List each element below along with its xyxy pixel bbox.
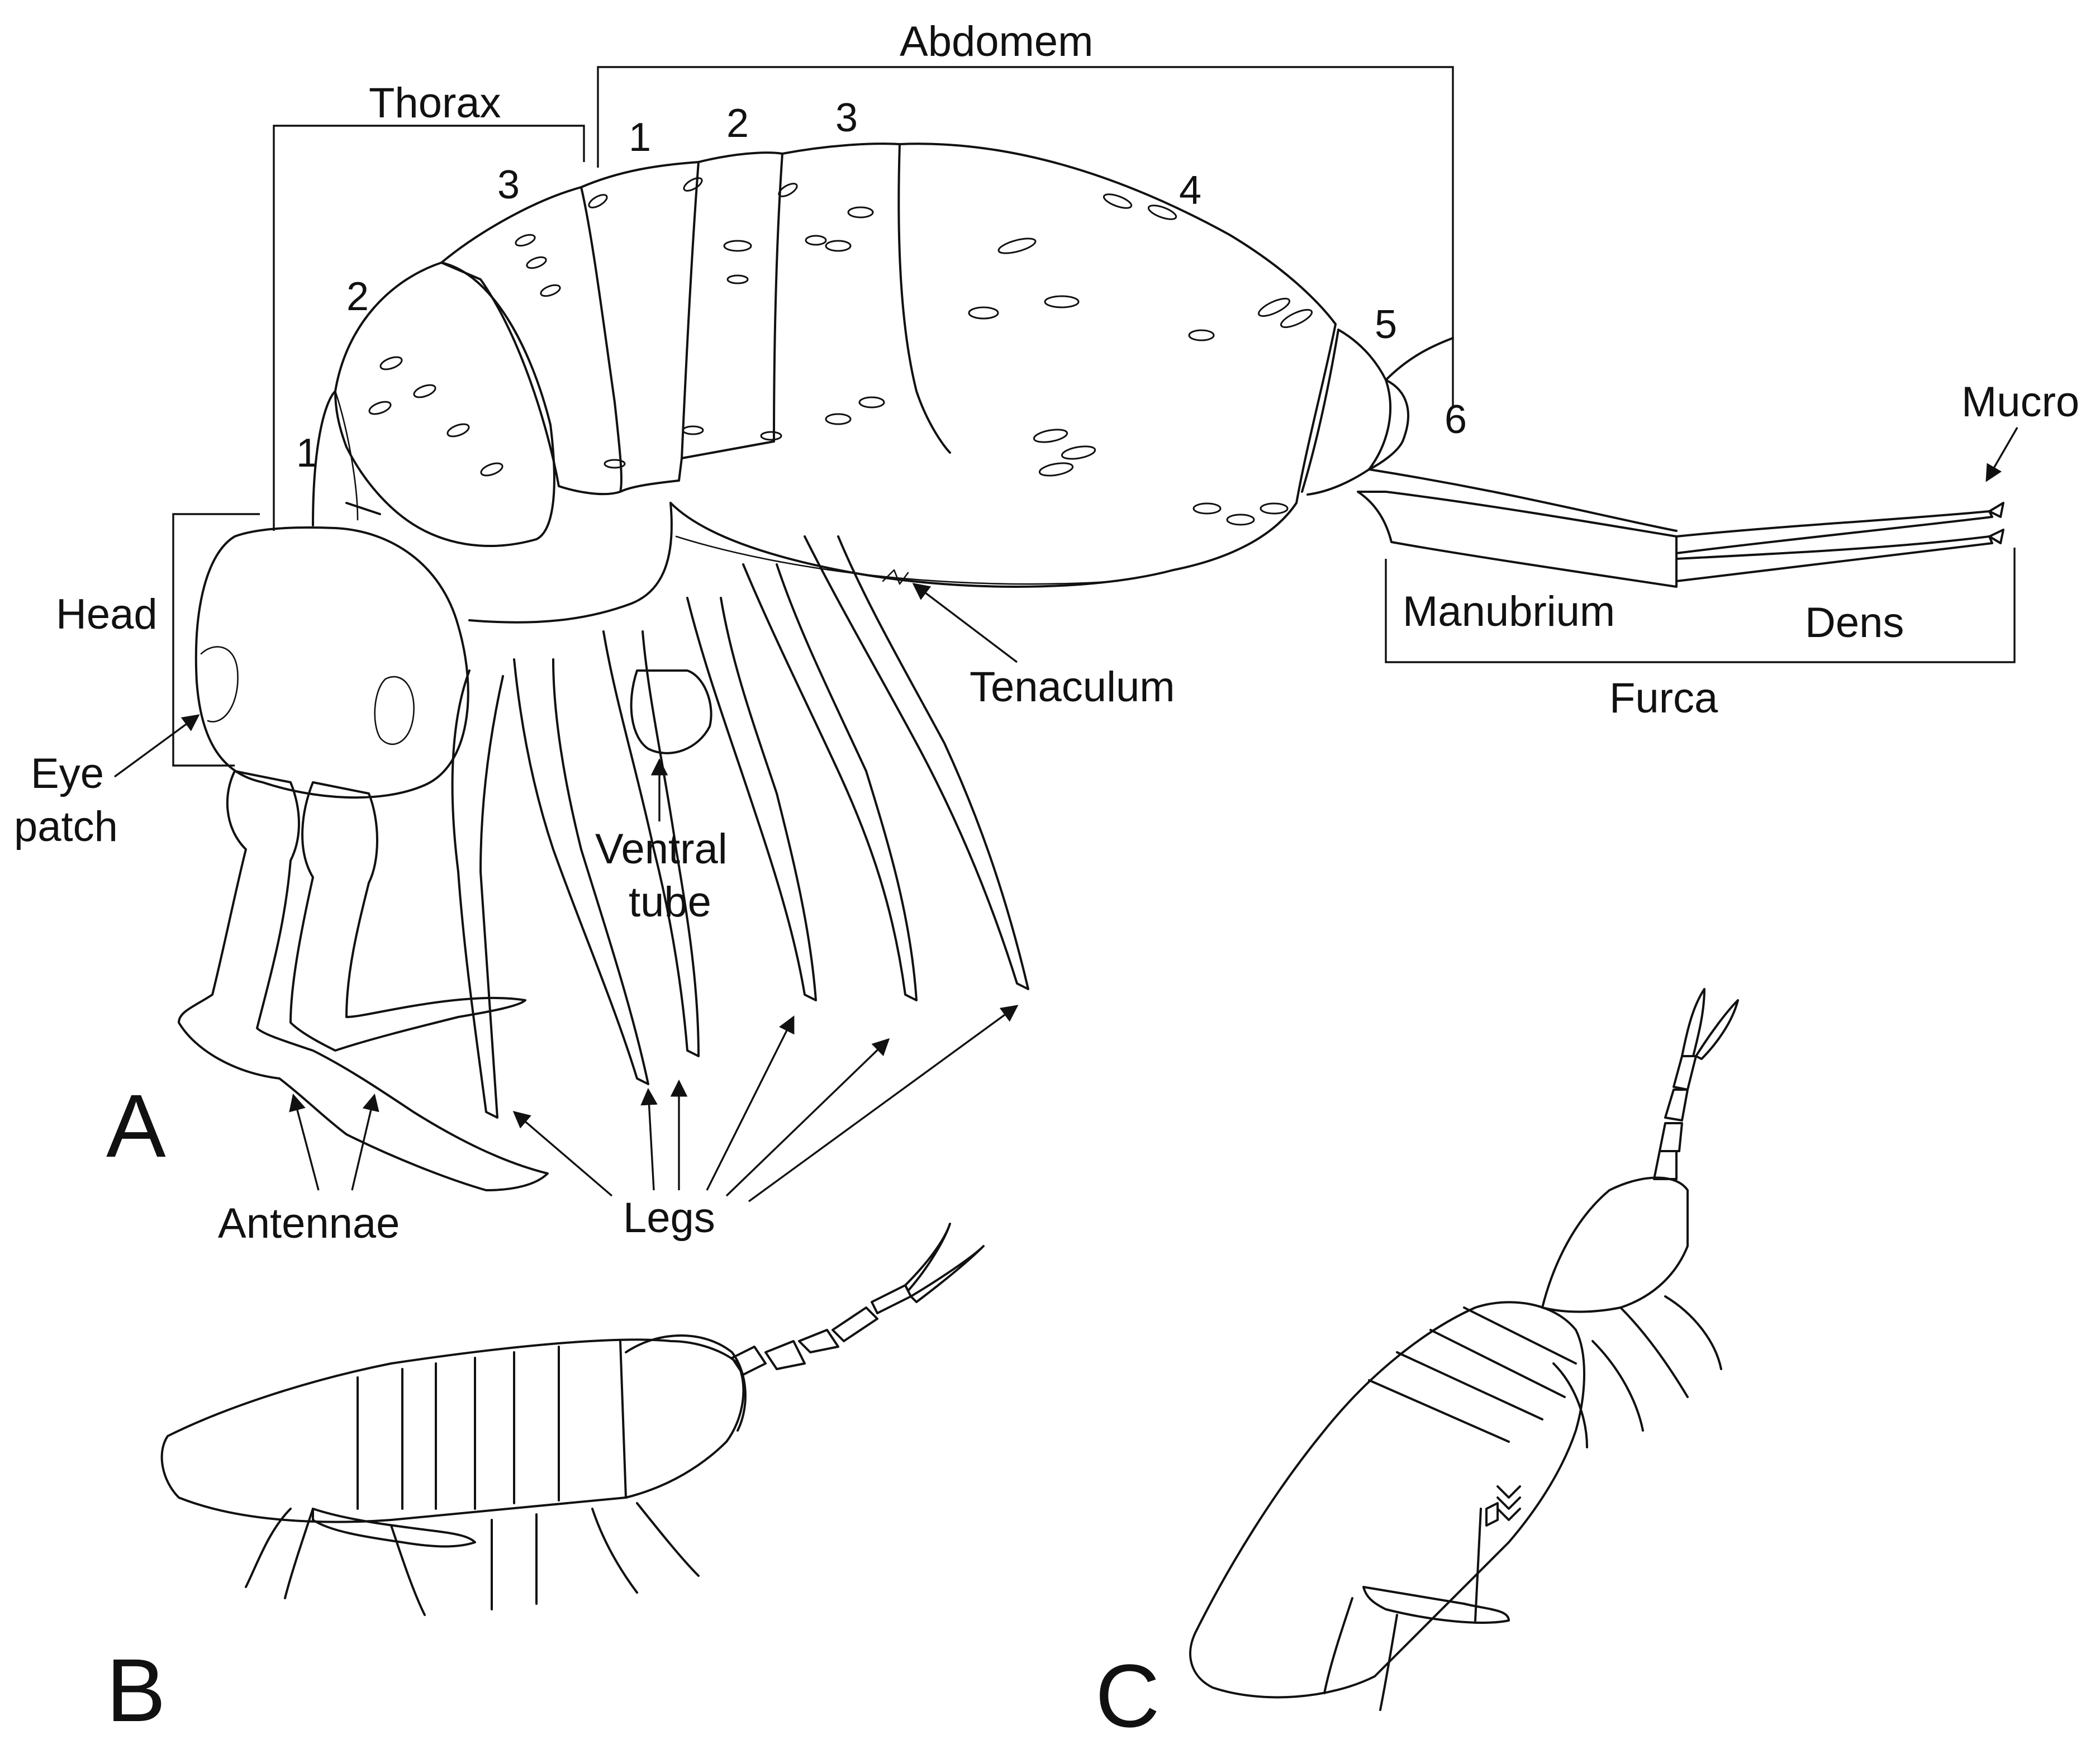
arrow-leg-6: [748, 1005, 1019, 1203]
panel-b-drawing: [160, 1223, 985, 1616]
arrow-tenaculum: [912, 583, 1018, 663]
label-eye-patch-line1: Eye: [31, 750, 104, 797]
body-scales: [368, 177, 1313, 526]
abdomen-bracket: [597, 66, 1454, 408]
label-dens: Dens: [1805, 599, 1904, 647]
label-head: Head: [56, 591, 158, 638]
leg-2: [513, 658, 649, 1085]
manubrium-outline: [1357, 491, 1678, 588]
abdominal-segment-3-outline: [781, 142, 951, 454]
abdominal-segment-number-5: 5: [1375, 302, 1397, 347]
furca-bracket: [1385, 548, 2016, 663]
leader-arrows: [113, 427, 2018, 1203]
mucro-tips: [1988, 502, 2004, 544]
label-manubrium: Manubrium: [1403, 588, 1615, 635]
arrow-leg-4: [706, 1015, 795, 1191]
abdominal-segment-1-outline: [580, 161, 700, 493]
panel-label-a: A: [106, 1076, 166, 1176]
panel-label-c: C: [1095, 1646, 1160, 1746]
arrow-antenna-2: [351, 1094, 379, 1191]
panel-labels: A B C: [106, 1076, 1160, 1746]
ventral-outline: [468, 502, 1119, 624]
arrow-antenna-1: [289, 1094, 320, 1191]
region-labels: Head Thorax Abdomem Furca: [56, 18, 1718, 722]
abdominal-segment-number-2: 2: [726, 101, 749, 146]
thoracic-segment-2-outline: [334, 262, 555, 547]
arrow-mucro: [1985, 427, 2018, 482]
abdominal-segment-number-3: 3: [835, 96, 858, 140]
antenna-outer: [178, 770, 549, 1191]
label-mucro: Mucro: [1961, 378, 2079, 426]
label-ventral-tube-line2: tube: [629, 878, 711, 926]
arrow-leg-1: [512, 1111, 613, 1197]
head-bracket: [172, 513, 260, 767]
tenaculum-mark: [882, 569, 909, 585]
leg-6: [804, 535, 1029, 990]
leg-4: [686, 597, 817, 1001]
antenna-inner: [289, 781, 526, 1052]
dens-outline: [1368, 468, 1993, 582]
label-furca: Furca: [1609, 674, 1718, 722]
label-antennae: Antennae: [218, 1200, 400, 1247]
arrow-eye-patch: [113, 714, 200, 778]
label-tenaculum: Tenaculum: [970, 663, 1175, 711]
abdominal-segment-number-6: 6: [1445, 397, 1467, 442]
thoracic-segment-number-2: 2: [346, 274, 369, 319]
arrow-leg-5: [725, 1038, 890, 1197]
label-legs: Legs: [623, 1194, 715, 1242]
head-outline: [194, 526, 469, 799]
structure-labels: Eye patch Antennae Legs Ventral tube Ten…: [14, 378, 2079, 1247]
label-abdomen: Abdomem: [900, 18, 1093, 65]
label-ventral-tube-line1: Ventral: [595, 825, 728, 873]
abdominal-segment-number-4: 4: [1179, 168, 1201, 213]
leg-1: [451, 669, 504, 1119]
label-thorax: Thorax: [369, 79, 501, 127]
abdominal-segment-2-outline: [681, 151, 783, 459]
leg-5: [742, 563, 918, 1001]
panel-a-drawing: [172, 66, 2016, 1191]
abdominal-segment-4-outline: [669, 142, 1339, 588]
abdominal-segment-number-1: 1: [629, 115, 651, 160]
panel-label-b: B: [106, 1640, 166, 1740]
leg-3: [602, 630, 700, 1057]
abdominal-segment-6-outline: [1368, 337, 1454, 471]
abdominal-segment-5-outline: [1306, 329, 1392, 496]
thorax-bracket: [273, 125, 585, 531]
thoracic-segment-number-3: 3: [497, 163, 520, 207]
ventral-tube-outline: [630, 669, 712, 754]
thoracic-segment-3-outline: [440, 186, 623, 496]
panel-c-drawing: [1189, 988, 1739, 1711]
segment-numbers: 1 2 3 1 2 3 4 5 6: [296, 96, 1467, 476]
arrow-leg-2: [640, 1087, 658, 1191]
thoracic-segment-number-1: 1: [296, 431, 319, 476]
label-eye-patch-line2: patch: [14, 803, 118, 850]
